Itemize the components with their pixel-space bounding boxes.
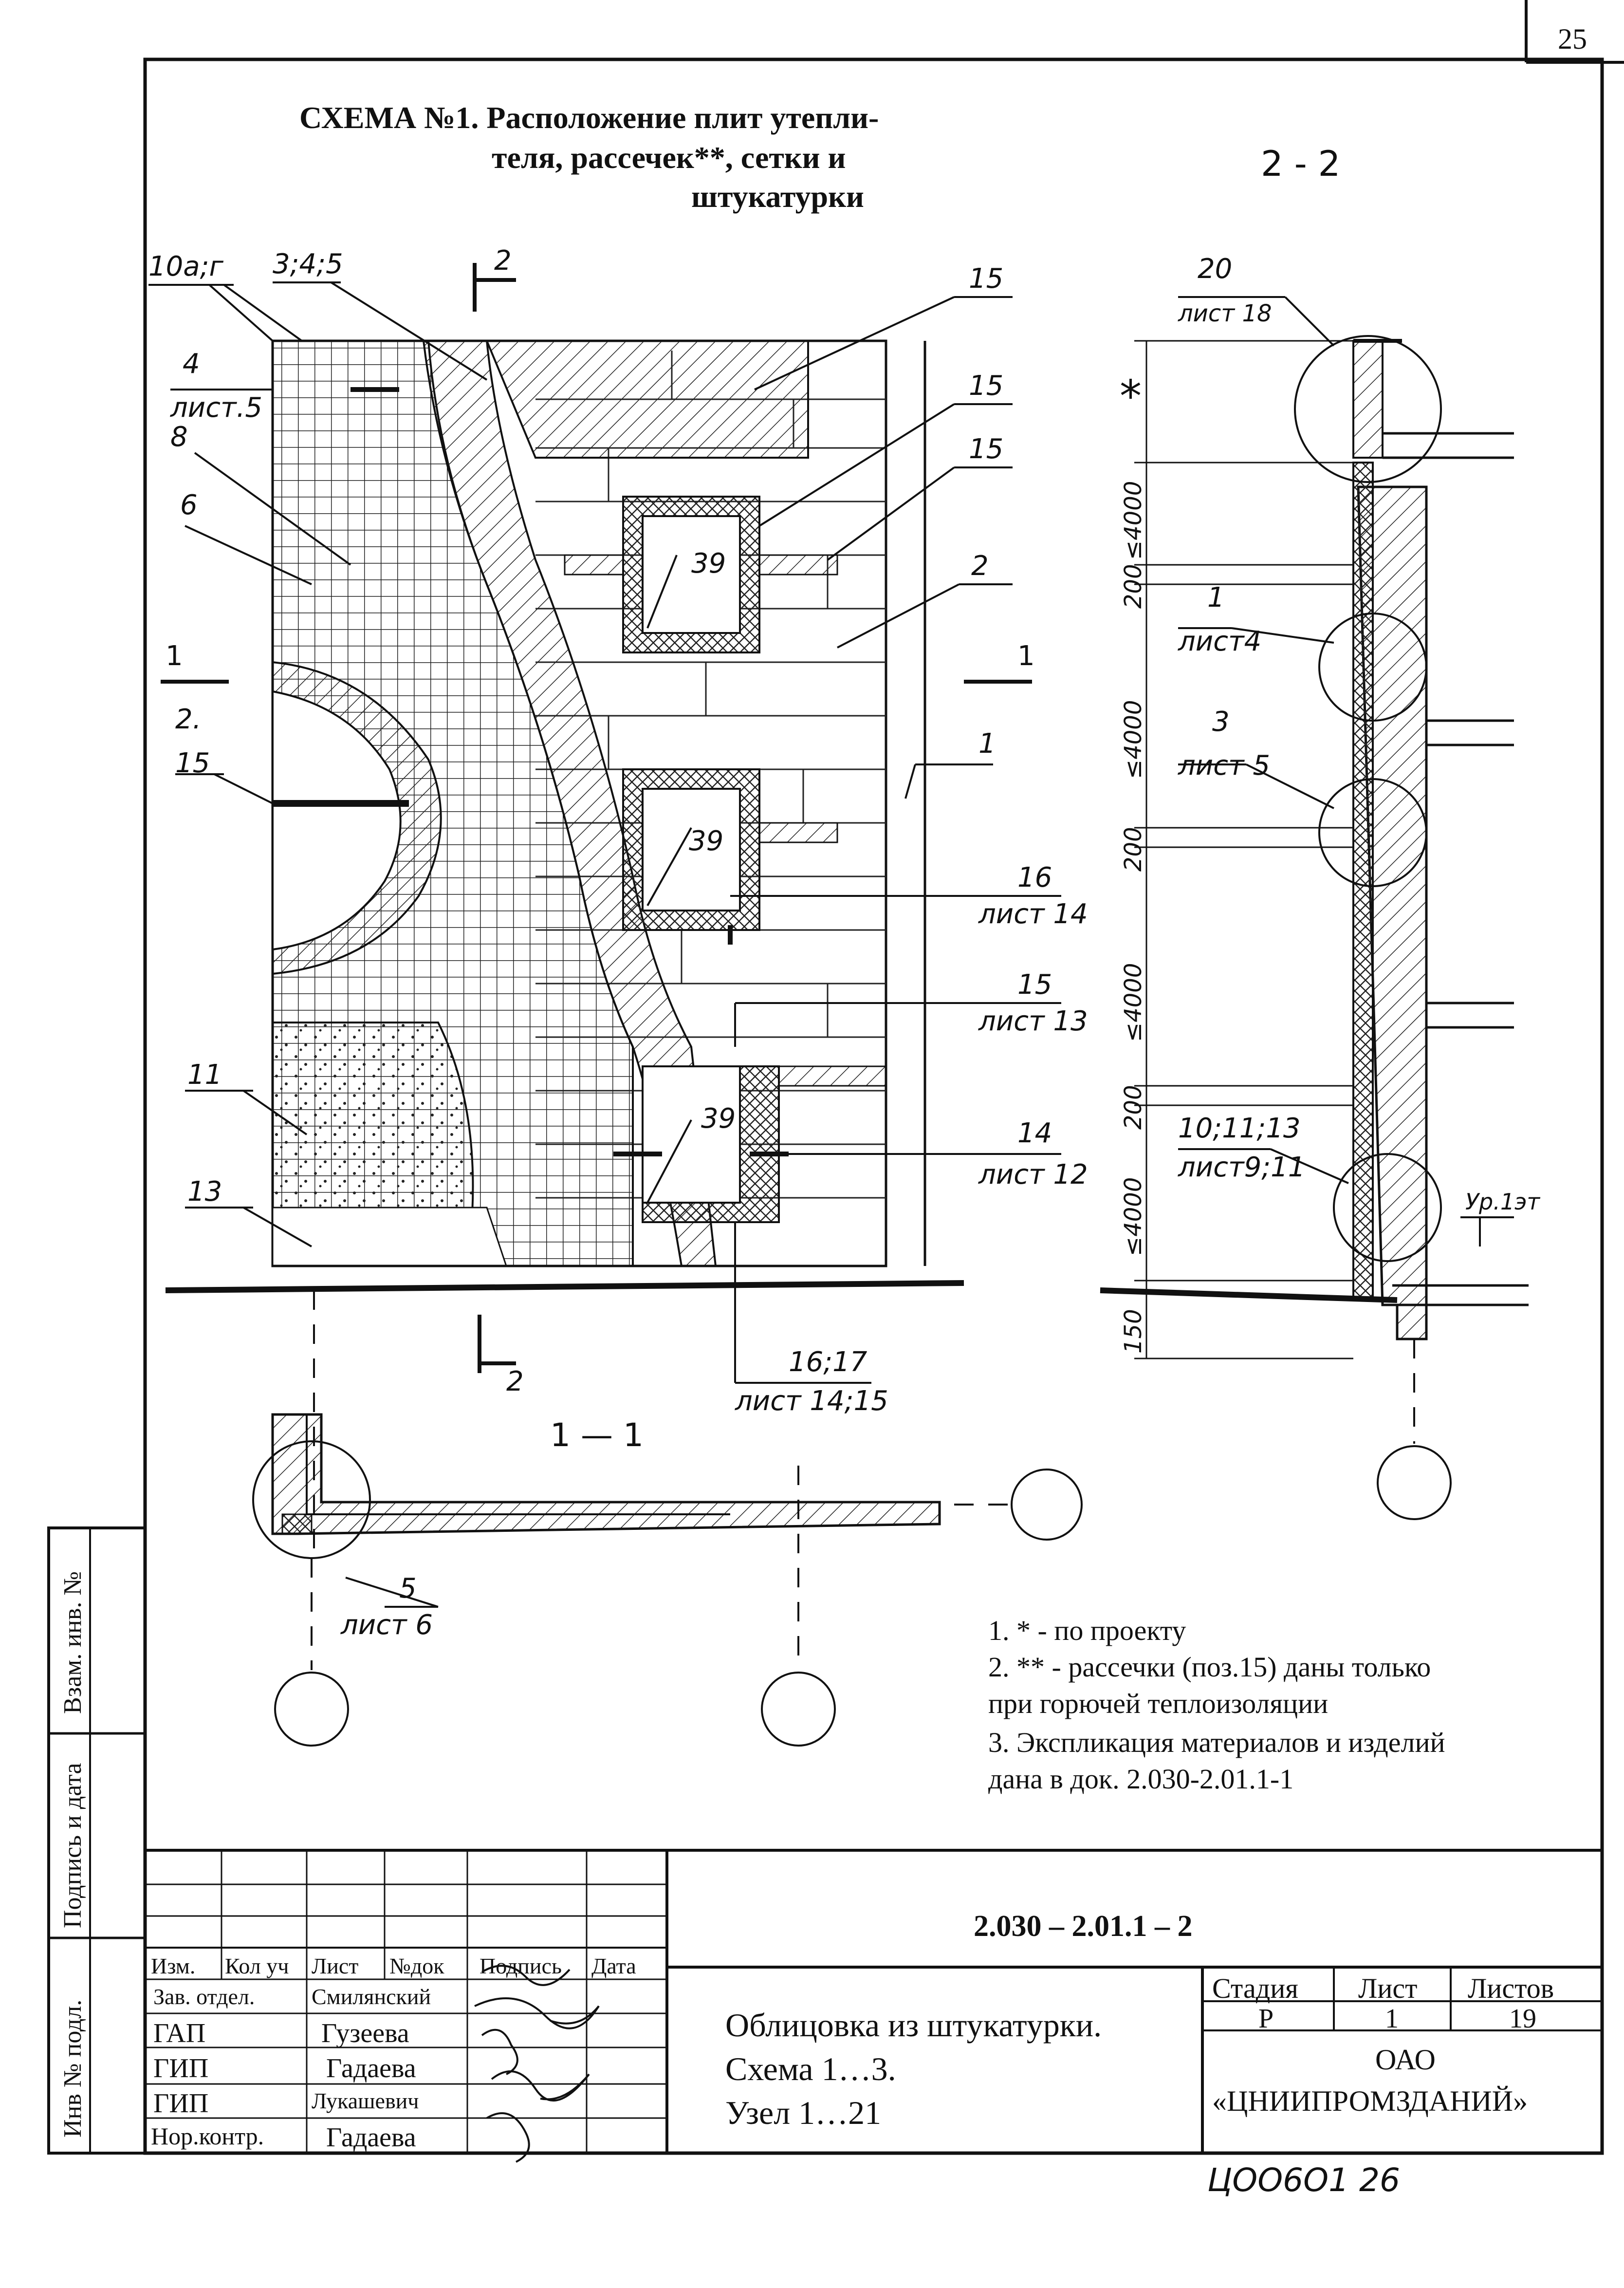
note-3-cont: дана в док. 2.030-2.01.1-1 xyxy=(988,1763,1294,1795)
callout-15-firebreak: 15 xyxy=(969,433,1004,465)
section-1-1-title: 1 — 1 xyxy=(550,1416,644,1454)
callout-1: 1 xyxy=(978,728,996,760)
callout-15-lower-sheet: лист 13 xyxy=(978,1005,1088,1037)
callout-16-17-sheet: лист 14;15 xyxy=(735,1385,888,1417)
scheme-title-line2: теля, рассечек**, сетки и xyxy=(492,140,846,175)
callout-15-lower: 15 xyxy=(1017,969,1052,1001)
stamp-inv-original: Инв № подл. xyxy=(59,1999,87,2138)
callout-15-left: 15 xyxy=(175,747,210,779)
description-line3: Узел 1…21 xyxy=(725,2094,882,2131)
org-line2: «ЦНИИПРОМЗДАНИЙ» xyxy=(1212,2085,1528,2117)
callout-2-right: 2 xyxy=(971,550,989,582)
tb-name-1: Гузеева xyxy=(321,2018,409,2048)
callout-14-sheet: лист 12 xyxy=(978,1159,1088,1191)
elevation-view xyxy=(148,263,1061,1558)
tb-role-3: ГИП xyxy=(153,2088,209,2119)
callout-4-sheet: лист.5 xyxy=(170,392,263,424)
callout-8: 8 xyxy=(170,421,188,453)
note-3: 3. Экспликация материалов и изделий xyxy=(988,1727,1445,1758)
callout-16: 16 xyxy=(1017,862,1052,893)
cut-1-left: 1 xyxy=(166,640,183,672)
note-2-cont: при горючей теплоизоляции xyxy=(988,1688,1329,1719)
sheets-value: 19 xyxy=(1509,2004,1536,2034)
callout-6: 6 xyxy=(180,489,198,521)
tb-role-1: ГАП xyxy=(153,2018,206,2048)
signatures xyxy=(474,1965,600,2163)
sheet-value: 1 xyxy=(1385,2004,1399,2034)
tb-role-2: ГИП xyxy=(153,2053,209,2083)
callout-5: 5 xyxy=(399,1573,417,1604)
document-code: 2.030 – 2.01.1 – 2 xyxy=(974,1910,1193,1943)
callout-4: 4 xyxy=(183,348,200,380)
star-mark: * xyxy=(1120,371,1142,422)
callout-16-17: 16;17 xyxy=(789,1346,867,1378)
tb-header-list: Лист xyxy=(312,1953,359,1978)
note-2: 2. ** - рассечки (поз.15) даны только xyxy=(988,1651,1431,1683)
window-39-c: 39 xyxy=(701,1103,736,1135)
description-line2: Схема 1…3. xyxy=(725,2050,896,2087)
window-39-b: 39 xyxy=(689,825,724,857)
tb-header-data: Дата xyxy=(591,1953,636,1978)
callout-5-sheet: лист 6 xyxy=(341,1609,433,1641)
section-callout-1-sheet: лист4 xyxy=(1178,626,1262,657)
tb-header-ndok: №док xyxy=(389,1953,444,1978)
callout-345: 3;4;5 xyxy=(273,248,343,280)
stage-value: Р xyxy=(1258,2004,1274,2034)
dim-5: ≤4000 xyxy=(1120,963,1147,1042)
tb-name-0: Смилянский xyxy=(312,1984,431,2009)
scheme-title-line3: штукатурки xyxy=(691,179,864,214)
section-1-1-view xyxy=(252,1413,1083,1747)
section-callout-10-11-13-sheet: лист9;11 xyxy=(1178,1152,1306,1183)
section-2-2-title: 2 - 2 xyxy=(1261,143,1341,184)
section-callout-3-sheet: лист 5 xyxy=(1178,750,1271,781)
stamp-signature-date: Подпись и дата xyxy=(59,1763,87,1928)
callout-13: 13 xyxy=(187,1176,222,1208)
callout-20-sheet: лист 18 xyxy=(1178,300,1272,327)
section-callout-10-11-13: 10;11;13 xyxy=(1178,1113,1301,1144)
callout-15-window1: 15 xyxy=(969,370,1004,402)
description-line1: Облицовка из штукатурки. xyxy=(725,2007,1102,2044)
callout-11: 11 xyxy=(187,1059,222,1091)
dim-8: 150 xyxy=(1120,1309,1147,1354)
callout-15-top: 15 xyxy=(969,263,1004,295)
callout-14: 14 xyxy=(1017,1117,1052,1149)
tb-role-0: Зав. отдел. xyxy=(153,1984,255,2009)
callout-10ag: 10а;г xyxy=(148,251,223,282)
note-1: 1. * - по проекту xyxy=(988,1615,1186,1646)
callout-2-left: 2. xyxy=(175,704,202,735)
callout-16-sheet: лист 14 xyxy=(978,898,1088,930)
dim-7: ≤4000 xyxy=(1120,1177,1147,1256)
stamp-replacement-inv: Взам. инв. № xyxy=(59,1571,87,1714)
dim-4: 200 xyxy=(1120,827,1147,872)
tb-header-izm: Изм. xyxy=(151,1953,196,1978)
tb-name-4: Гадаева xyxy=(326,2122,416,2153)
stage-header: Стадия xyxy=(1212,1972,1298,2004)
tb-name-3: Лукашевич xyxy=(312,2088,419,2113)
dim-2: 200 xyxy=(1120,564,1147,609)
tb-header-podpis: Подпись xyxy=(480,1953,562,1978)
callout-20: 20 xyxy=(1198,253,1233,285)
page-number: 25 xyxy=(1558,23,1587,55)
tb-name-2: Гадаева xyxy=(326,2053,416,2083)
dim-1: ≤4000 xyxy=(1120,481,1147,560)
dim-6: 200 xyxy=(1120,1085,1147,1130)
tb-role-4: Нор.контр. xyxy=(151,2122,264,2150)
cut-2-top: 2 xyxy=(494,245,512,277)
cut-2-bottom: 2 xyxy=(506,1366,524,1397)
tb-header-koluch: Кол уч xyxy=(225,1953,289,1978)
scheme-title-line1: СХЕМА №1. Расположение плит утепли- xyxy=(299,100,879,135)
window-39-a: 39 xyxy=(691,548,726,579)
cut-1-right: 1 xyxy=(1017,640,1035,672)
sheets-header: Листов xyxy=(1468,1972,1554,2004)
section-callout-3: 3 xyxy=(1212,706,1230,738)
level-mark: Ур.1эт xyxy=(1465,1189,1540,1215)
section-2-2-view xyxy=(1100,296,1529,1520)
sheet-header: Лист xyxy=(1358,1972,1418,2004)
archive-code: ЦОО6О1 26 xyxy=(1207,2161,1401,2199)
dim-3: ≤4000 xyxy=(1120,700,1147,779)
section-callout-1: 1 xyxy=(1207,582,1225,614)
org-line1: ОАО xyxy=(1375,2044,1436,2076)
